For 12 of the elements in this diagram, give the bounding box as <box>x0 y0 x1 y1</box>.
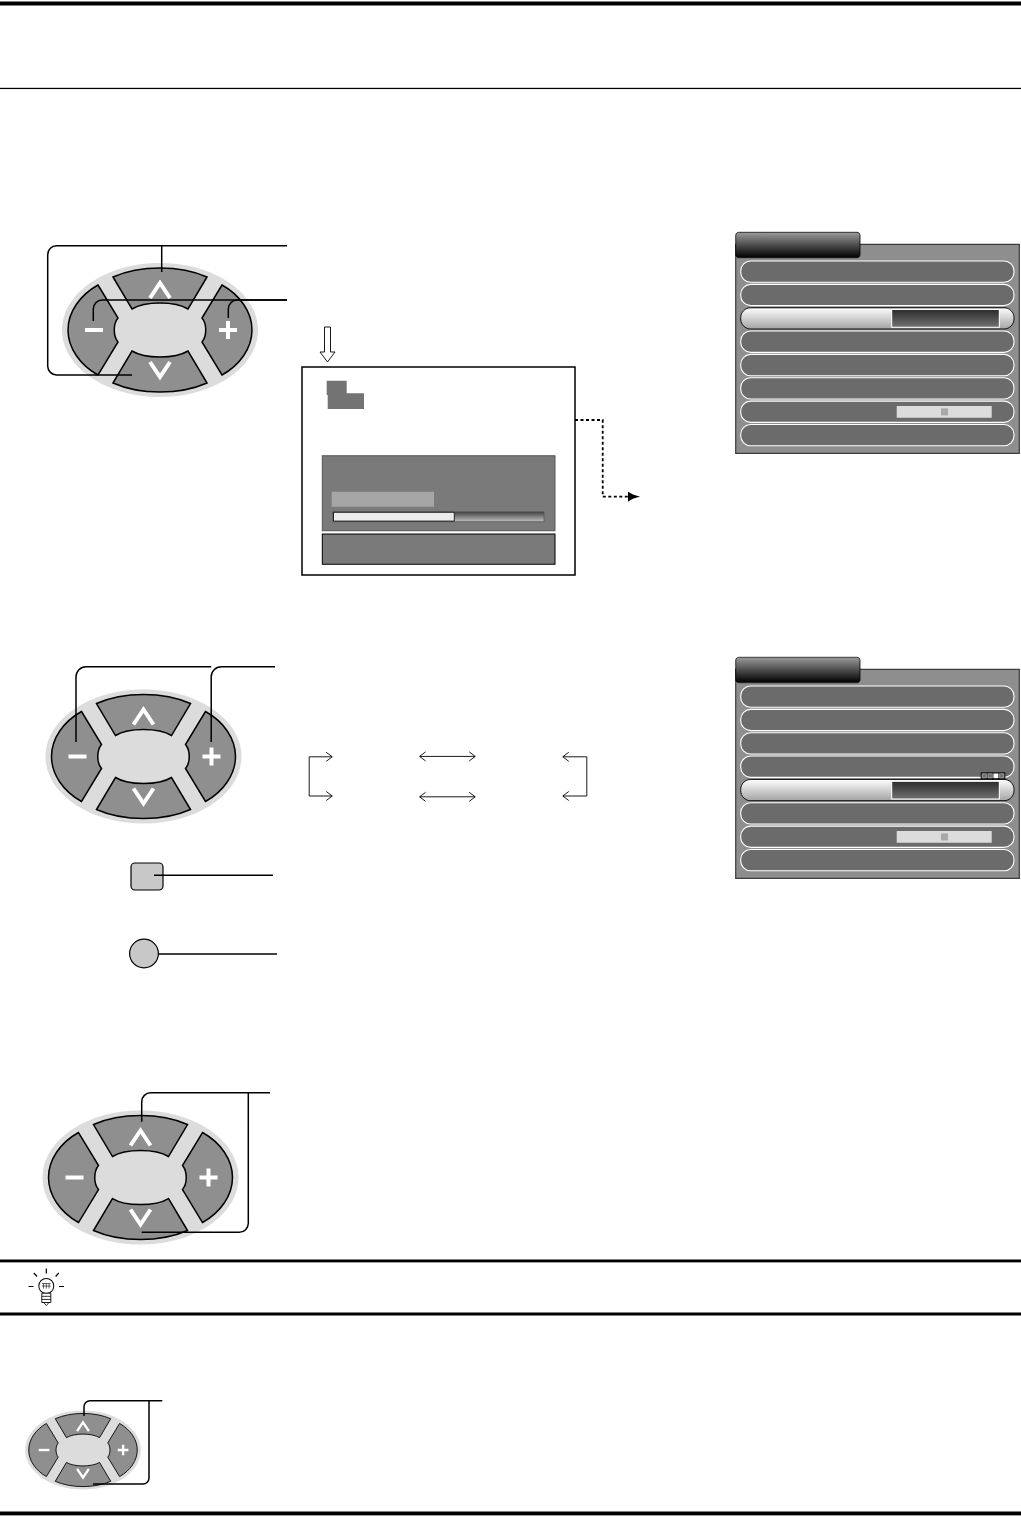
dotted-arrow <box>574 419 638 501</box>
leader-line <box>46 244 288 376</box>
hollow-arrow <box>319 326 336 363</box>
leader-line <box>153 874 274 876</box>
leader-line <box>75 666 212 743</box>
leader-line <box>140 1091 271 1234</box>
leader-line <box>210 666 276 743</box>
leader-line <box>92 299 288 322</box>
round-button <box>129 938 159 969</box>
leader-line <box>157 953 278 955</box>
leader-line <box>83 1399 164 1485</box>
square-button <box>130 862 164 891</box>
